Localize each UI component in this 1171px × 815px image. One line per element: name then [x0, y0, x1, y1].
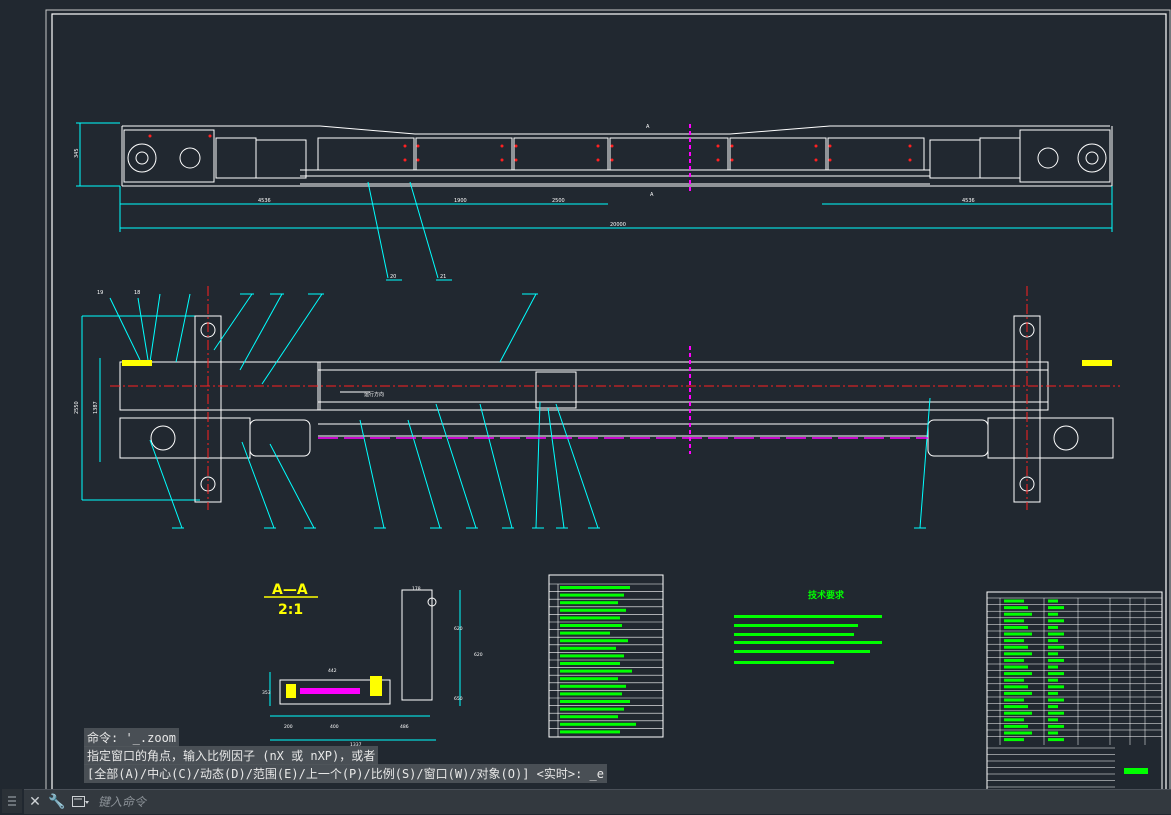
- svg-text:353: 353: [262, 690, 271, 696]
- svg-text:178: 178: [412, 586, 421, 592]
- plan-view: [81, 293, 1114, 529]
- dim-text: 345: [74, 148, 80, 158]
- dim-text: 2500: [552, 198, 565, 204]
- view-mark: A: [650, 192, 654, 198]
- svg-text:620: 620: [474, 652, 483, 658]
- yellow-guards: [122, 360, 1112, 366]
- front-elevation-view: [76, 122, 1113, 281]
- direction-label: 运行方向: [364, 391, 384, 398]
- history-line: 指定窗口的角点，输入比例因子 (nX 或 nXP)，或者: [84, 746, 379, 765]
- svg-text:486: 486: [400, 724, 409, 730]
- history-line: 命令: '_.zoom: [84, 728, 180, 747]
- svg-text:650: 650: [454, 696, 463, 702]
- part-label: 19: [97, 290, 103, 296]
- parts-list-table: [548, 574, 664, 738]
- title-block: [986, 591, 1163, 801]
- technical-requirements: 技术要求: [734, 589, 882, 664]
- command-input[interactable]: [96, 794, 1000, 810]
- part-label: 21: [440, 274, 446, 280]
- close-icon[interactable]: ✕: [29, 794, 41, 810]
- command-prompt-icon[interactable]: [72, 796, 90, 808]
- command-bar: ✕ 🔧: [24, 789, 1171, 814]
- wrench-icon[interactable]: 🔧: [48, 794, 66, 810]
- dim-text: 2550: [74, 401, 80, 414]
- view-mark: A: [646, 124, 650, 130]
- svg-text:200: 200: [284, 724, 293, 730]
- bolt-holes-top: [148, 134, 912, 162]
- section-title: A—A: [272, 582, 308, 598]
- section-scale: 2:1: [278, 602, 303, 618]
- dim-text: 4536: [962, 198, 975, 204]
- svg-text:400: 400: [330, 724, 339, 730]
- command-history: 命令: '_.zoom 指定窗口的角点，输入比例因子 (nX 或 nXP)，或者…: [84, 728, 607, 783]
- svg-text:620: 620: [454, 626, 463, 632]
- command-bar-grip[interactable]: [2, 789, 22, 813]
- dim-text: 1900: [454, 198, 467, 204]
- dim-text: 20000: [610, 222, 626, 228]
- dim-text: 1387: [93, 401, 99, 414]
- top-dims: 4536 1900 2500 4536 20000 345 20 21 A A: [74, 124, 975, 280]
- history-line: [全部(A)/中心(C)/动态(D)/范围(E)/上一个(P)/比例(S)/窗口…: [84, 764, 607, 783]
- part-label: 18: [134, 290, 140, 296]
- section-view: A—A 2:1 178 442 620 620 650 353 400 20: [262, 582, 483, 748]
- part-label: 20: [390, 274, 396, 280]
- svg-text:442: 442: [328, 668, 337, 674]
- svg-text:1337: 1337: [350, 742, 362, 748]
- tech-req-title: 技术要求: [808, 589, 845, 601]
- plan-labels: 运行方向 19 18 2550 1387: [74, 290, 384, 414]
- dim-text: 4536: [258, 198, 271, 204]
